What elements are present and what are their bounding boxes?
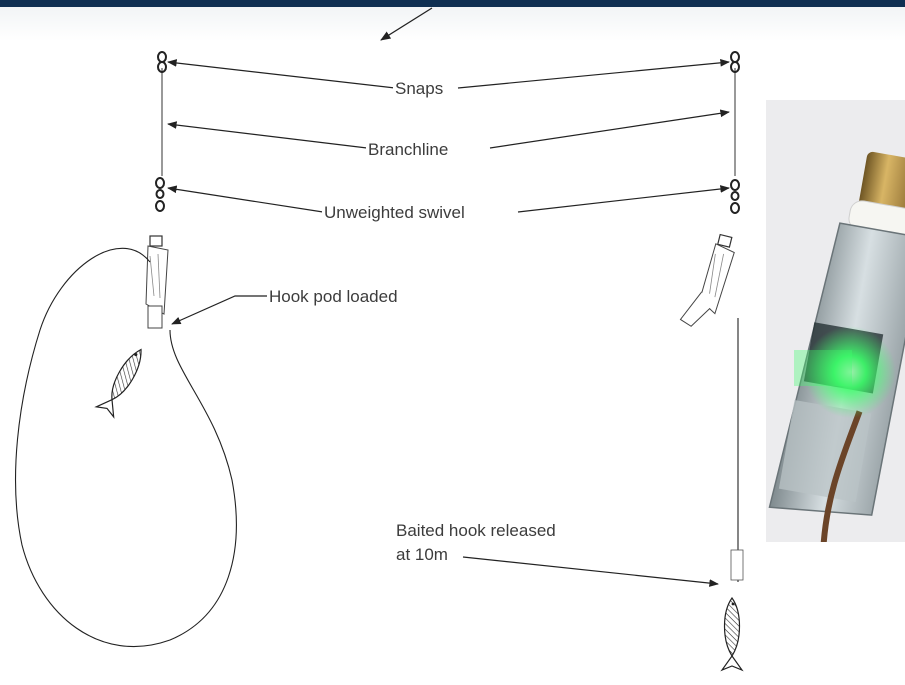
fish-icon — [96, 344, 149, 416]
pointer-arrow-top — [381, 8, 432, 40]
right-rig — [679, 52, 743, 670]
loaded-mainline-loop — [16, 248, 237, 646]
label-hook-pod-loaded: Hook pod loaded — [267, 287, 400, 307]
label-baited-hook-line2: at 10m — [394, 545, 450, 565]
swivel-icon — [731, 180, 739, 213]
left-rig — [16, 52, 237, 647]
hook-pod-device-photo — [766, 100, 905, 542]
swivel-icon — [156, 178, 164, 211]
label-snaps: Snaps — [393, 79, 445, 99]
fish-icon — [722, 598, 742, 670]
hook-pod-icon — [679, 230, 737, 332]
label-branchline: Branchline — [366, 140, 450, 160]
label-unweighted-swivel: Unweighted swivel — [322, 203, 467, 223]
label-baited-hook-line1: Baited hook released — [394, 521, 558, 541]
hook-pod-icon — [146, 236, 168, 328]
